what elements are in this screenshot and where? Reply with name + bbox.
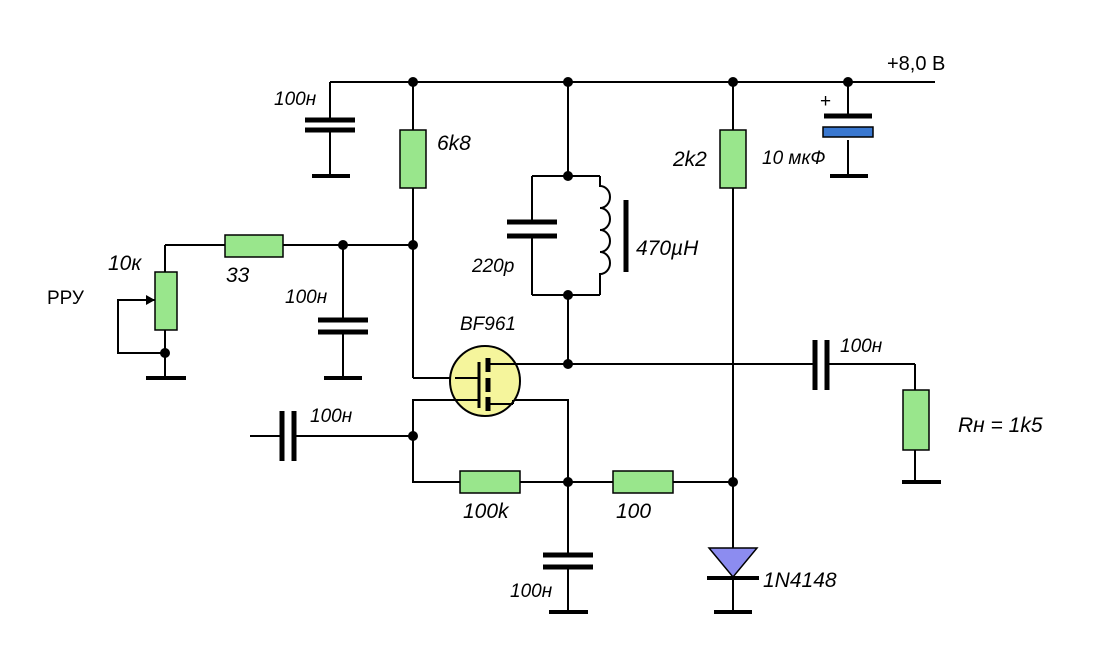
label-c-out: 100н [840, 336, 883, 357]
label-r-load: Rн = 1k5 [958, 414, 1043, 437]
resistor-100k [459, 470, 521, 494]
label-c-bottom: 100н [510, 581, 553, 602]
label-transistor: BF961 [460, 314, 516, 335]
inductor [599, 176, 629, 295]
label-c-elec: 10 мкФ [762, 148, 826, 169]
cap-output [812, 340, 830, 390]
cap-bottom [543, 552, 593, 570]
junction-dots [160, 77, 853, 487]
label-r-100k: 100k [463, 500, 510, 523]
cap-input [279, 411, 297, 461]
label-c-g2: 100н [285, 287, 328, 308]
label-c-in: 100н [310, 406, 353, 427]
label-r-100: 100 [616, 500, 651, 523]
label-pot: 10к [108, 252, 142, 275]
label-l-tank: 470µH [636, 237, 699, 260]
supply-voltage-label: +8,0 В [887, 53, 945, 75]
resistor-6k8 [399, 129, 427, 189]
resistor-100 [612, 470, 674, 494]
agc-label: РРУ [47, 288, 85, 309]
resistor-2k2 [719, 129, 747, 189]
label-c-elec-plus: + [820, 91, 831, 112]
resistor-load [902, 389, 930, 451]
diode-1n4148 [707, 547, 759, 580]
cap-tank [507, 219, 557, 239]
label-r-33: 33 [226, 264, 250, 287]
label-r-2k2: 2k2 [672, 148, 707, 171]
cap-electrolytic [822, 113, 874, 138]
mosfet-bf961 [449, 345, 521, 417]
ground-symbols [146, 174, 941, 614]
label-c-tank: 220p [471, 256, 514, 277]
label-r-6k8: 6k8 [437, 132, 471, 155]
cap-top-left [305, 117, 355, 133]
cap-g2 [318, 317, 368, 335]
label-diode: 1N4148 [763, 569, 837, 592]
label-c-top-left: 100н [274, 89, 317, 110]
wires [117, 81, 935, 612]
resistor-33 [224, 234, 284, 258]
potentiometer [118, 271, 178, 331]
